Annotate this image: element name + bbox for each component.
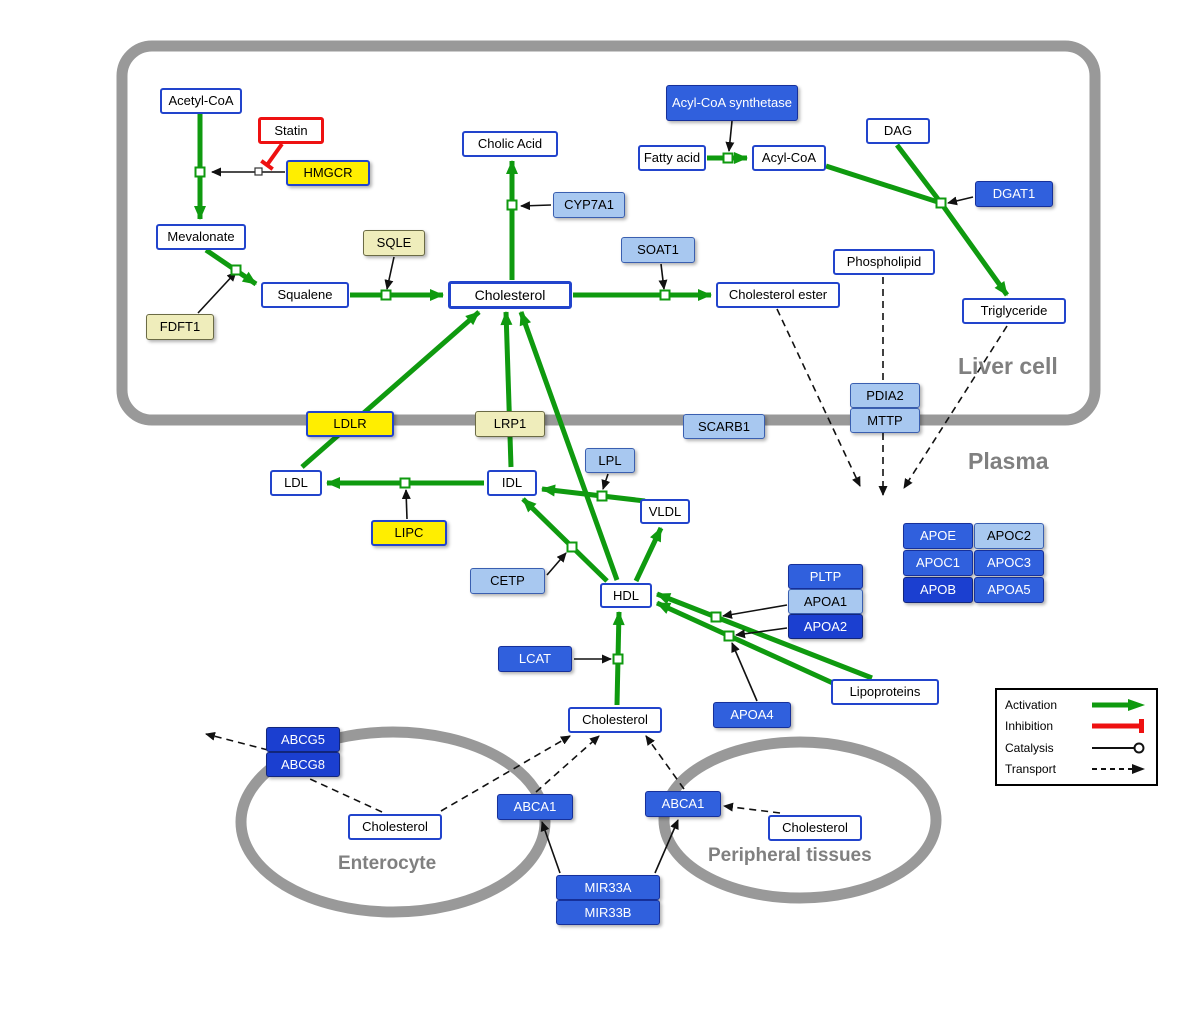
plasma-label: Plasma xyxy=(968,448,1049,474)
legend-inhibition-label: Inhibition xyxy=(1005,719,1054,734)
peripheral-tissues-label: Peripheral tissues xyxy=(708,845,872,866)
legend-inhibition: Inhibition xyxy=(1005,716,1148,737)
catalysis-circle-icon xyxy=(1092,742,1145,754)
node-squalene[interactable]: Squalene xyxy=(261,282,349,308)
legend-catalysis: Catalysis xyxy=(1005,737,1148,758)
node-mevalonate[interactable]: Mevalonate xyxy=(156,224,246,250)
node-idl[interactable]: IDL xyxy=(487,470,537,496)
node-acyl-coa-synthetase[interactable]: Acyl-CoA synthetase xyxy=(666,85,798,121)
node-phospholipid[interactable]: Phospholipid xyxy=(833,249,935,275)
node-apoe[interactable]: APOE xyxy=(903,523,973,549)
node-cholic-acid[interactable]: Cholic Acid xyxy=(462,131,558,157)
node-mttp[interactable]: MTTP xyxy=(850,408,920,433)
node-cyp7a1[interactable]: CYP7A1 xyxy=(553,192,625,218)
node-lpl[interactable]: LPL xyxy=(585,448,635,473)
liver-cell-label: Liver cell xyxy=(958,353,1058,379)
node-apoa2[interactable]: APOA2 xyxy=(788,614,863,639)
node-apoa5[interactable]: APOA5 xyxy=(974,577,1044,603)
node-abcg8[interactable]: ABCG8 xyxy=(266,752,340,777)
activation-edges xyxy=(194,114,1010,706)
node-lipoproteins[interactable]: Lipoproteins xyxy=(831,679,939,705)
node-sqle[interactable]: SQLE xyxy=(363,230,425,256)
node-apob[interactable]: APOB xyxy=(903,577,973,603)
node-apoa1[interactable]: APOA1 xyxy=(788,589,863,614)
node-ldl[interactable]: LDL xyxy=(270,470,322,496)
node-soat1[interactable]: SOAT1 xyxy=(621,237,695,263)
node-cetp[interactable]: CETP xyxy=(470,568,545,594)
legend-transport: Transport xyxy=(1005,759,1148,780)
node-dag[interactable]: DAG xyxy=(866,118,930,144)
liver-cell-membrane xyxy=(116,40,1101,426)
node-cholesterol-plasma[interactable]: Cholesterol xyxy=(568,707,662,733)
node-acyl-coa[interactable]: Acyl-CoA xyxy=(752,145,826,171)
node-mir33a[interactable]: MIR33A xyxy=(556,875,660,900)
legend-catalysis-label: Catalysis xyxy=(1005,740,1054,755)
node-hdl[interactable]: HDL xyxy=(600,583,652,608)
legend-activation: Activation xyxy=(1005,694,1148,715)
node-hmgcr[interactable]: HMGCR xyxy=(286,160,370,186)
inhibition-tee-icon xyxy=(1092,719,1144,734)
statin-target-anchor xyxy=(254,167,263,176)
node-lcat[interactable]: LCAT xyxy=(498,646,572,672)
node-cholesterol-enterocyte[interactable]: Cholesterol xyxy=(348,814,442,840)
node-scarb1[interactable]: SCARB1 xyxy=(683,414,765,439)
node-apoc1[interactable]: APOC1 xyxy=(903,550,973,576)
node-fatty-acid[interactable]: Fatty acid xyxy=(638,145,706,171)
node-cholesterol-liver[interactable]: Cholesterol xyxy=(448,281,572,309)
node-abca1-peripheral[interactable]: ABCA1 xyxy=(645,791,721,817)
node-vldl[interactable]: VLDL xyxy=(640,499,690,524)
node-fdft1[interactable]: FDFT1 xyxy=(146,314,214,340)
node-pdia2[interactable]: PDIA2 xyxy=(850,383,920,408)
node-abca1-enterocyte[interactable]: ABCA1 xyxy=(497,794,573,820)
node-dgat1[interactable]: DGAT1 xyxy=(975,181,1053,207)
node-ldlr[interactable]: LDLR xyxy=(306,411,394,437)
node-triglyceride[interactable]: Triglyceride xyxy=(962,298,1066,324)
node-abcg5[interactable]: ABCG5 xyxy=(266,727,340,752)
catalysis-edges xyxy=(197,120,974,874)
legend: Activation Inhibition Catalysis Transpor… xyxy=(995,688,1158,786)
node-statin[interactable]: Statin xyxy=(258,117,324,144)
reaction-nodes xyxy=(194,152,947,665)
membranes xyxy=(116,40,1101,918)
legend-transport-label: Transport xyxy=(1005,762,1056,777)
transport-dashed-arrow-icon xyxy=(1092,764,1145,775)
node-cholesterol-ester[interactable]: Cholesterol ester xyxy=(716,282,840,308)
node-cholesterol-peripheral[interactable]: Cholesterol xyxy=(768,815,862,841)
legend-activation-label: Activation xyxy=(1005,697,1058,712)
node-lipc[interactable]: LIPC xyxy=(371,520,447,546)
node-lrp1[interactable]: LRP1 xyxy=(475,411,545,437)
node-apoc2[interactable]: APOC2 xyxy=(974,523,1044,549)
node-acetyl-coa[interactable]: Acetyl-CoA xyxy=(160,88,242,114)
activation-arrow-icon xyxy=(1092,698,1145,711)
node-apoa4[interactable]: APOA4 xyxy=(713,702,791,728)
node-mir33b[interactable]: MIR33B xyxy=(556,900,660,925)
peripheral-tissues-membrane xyxy=(658,736,942,904)
inhibition-edge xyxy=(260,142,284,171)
node-pltp[interactable]: PLTP xyxy=(788,564,863,589)
node-apoc3[interactable]: APOC3 xyxy=(974,550,1044,576)
enterocyte-label: Enterocyte xyxy=(338,853,437,874)
